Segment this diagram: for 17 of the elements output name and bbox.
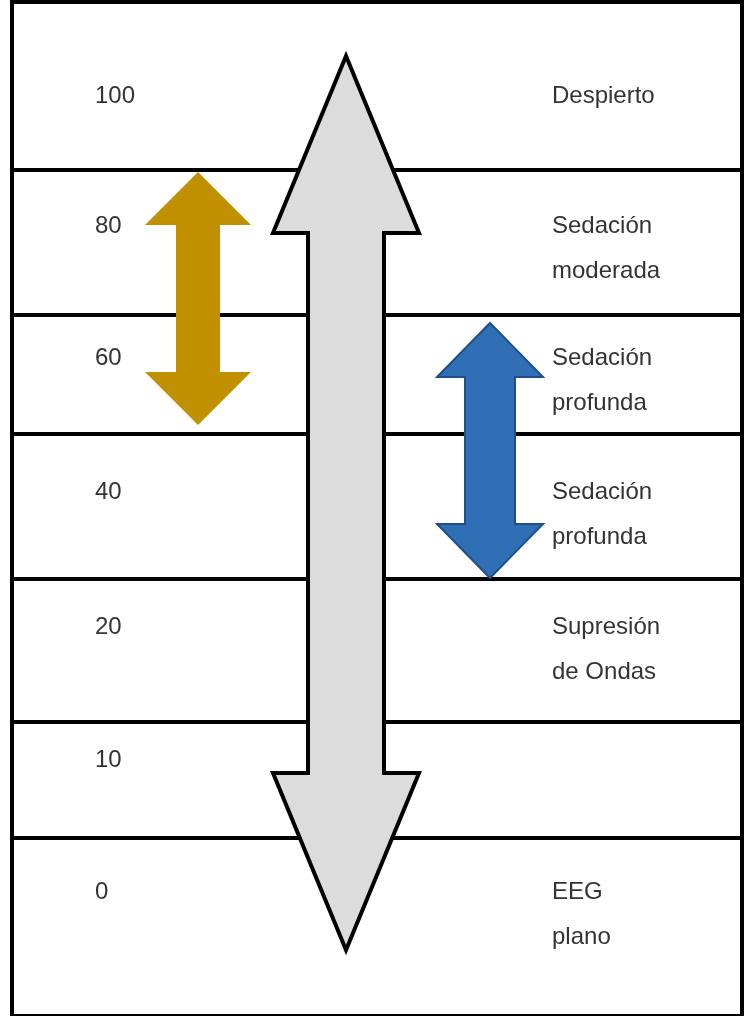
- scale-band: [10, 0, 744, 172]
- state-label: Despierto: [552, 80, 656, 110]
- scale-value: 100: [95, 80, 136, 110]
- scale-value: 0: [95, 876, 109, 906]
- block-arrow: [145, 172, 251, 425]
- state-label: Sedación profunda: [552, 476, 654, 551]
- state-label: Supresión de Ondas: [552, 611, 662, 686]
- block-arrow: [434, 321, 546, 580]
- scale-value: 20: [95, 611, 122, 641]
- state-label: EEG plano: [552, 876, 612, 951]
- state-label: Sedación moderada: [552, 210, 662, 285]
- block-arrow: [270, 50, 422, 956]
- scale-value: 60: [95, 342, 122, 372]
- scale-value: 80: [95, 210, 122, 240]
- scale-value: 10: [95, 744, 122, 774]
- state-label: Sedación profunda: [552, 342, 654, 417]
- scale-value: 40: [95, 476, 122, 506]
